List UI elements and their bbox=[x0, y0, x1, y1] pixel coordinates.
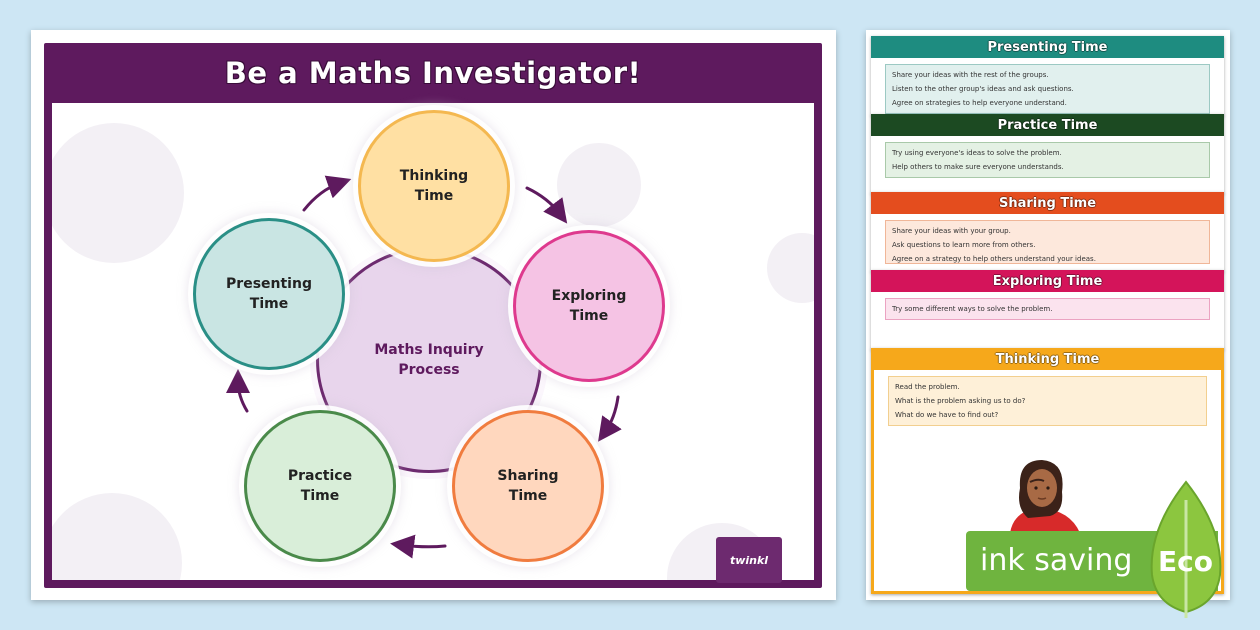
card-line: Ask questions to learn more from others. bbox=[892, 241, 1036, 249]
card-line: Agree on a strategy to help others under… bbox=[892, 255, 1096, 263]
arrow-icon bbox=[302, 175, 352, 212]
arrow-icon bbox=[598, 395, 622, 442]
card-line: Read the problem. bbox=[895, 383, 960, 391]
arrow-icon bbox=[226, 369, 251, 413]
background-dot bbox=[557, 143, 641, 227]
card-text-box: Try using everyone's ideas to solve the … bbox=[885, 142, 1210, 178]
practice-time-circle: Practice Time bbox=[244, 410, 396, 562]
arrow-icon bbox=[390, 534, 447, 559]
card-text-box: Share your ideas with your group. Ask qu… bbox=[885, 220, 1210, 264]
step-label: Exploring Time bbox=[551, 288, 627, 324]
card-sharing-time: Sharing Time Share your ideas with your … bbox=[871, 192, 1224, 272]
card-title: Practice Time bbox=[871, 114, 1224, 136]
card-line: Agree on strategies to help everyone und… bbox=[892, 99, 1067, 107]
eco-text: Eco bbox=[1158, 545, 1213, 578]
arrow-icon bbox=[525, 186, 568, 224]
card-line: What do we have to find out? bbox=[895, 411, 999, 419]
twinkl-logo: twinkl bbox=[716, 537, 782, 583]
card-exploring-time: Exploring Time Try some different ways t… bbox=[871, 270, 1224, 350]
card-title: Sharing Time bbox=[871, 192, 1224, 214]
girl-illustration bbox=[1010, 460, 1080, 533]
card-line: Help others to make sure everyone unders… bbox=[892, 163, 1064, 171]
leaf-icon bbox=[1150, 480, 1222, 618]
presenting-time-circle: Presenting Time bbox=[193, 218, 345, 370]
ink-saving-text: ink saving bbox=[980, 543, 1133, 578]
step-label: Sharing Time bbox=[497, 468, 559, 504]
center-label: Maths Inquiry Process bbox=[374, 342, 484, 378]
card-line: Share your ideas with the rest of the gr… bbox=[892, 71, 1049, 79]
card-line: Share your ideas with your group. bbox=[892, 227, 1011, 235]
card-practice-time: Practice Time Try using everyone's ideas… bbox=[871, 114, 1224, 194]
step-label: Presenting Time bbox=[226, 276, 312, 312]
card-presenting-time: Presenting Time Share your ideas with th… bbox=[871, 36, 1224, 116]
card-line: Listen to the other group's ideas and as… bbox=[892, 85, 1074, 93]
card-title: Exploring Time bbox=[871, 270, 1224, 292]
card-line: What is the problem asking us to do? bbox=[895, 397, 1026, 405]
card-line: Try using everyone's ideas to solve the … bbox=[892, 149, 1062, 157]
poster-title: Be a Maths Investigator! bbox=[224, 56, 642, 90]
exploring-time-circle: Exploring Time bbox=[513, 230, 665, 382]
background-dot bbox=[52, 123, 184, 263]
card-title: Thinking Time bbox=[871, 348, 1224, 370]
step-label: Thinking Time bbox=[399, 168, 469, 204]
card-title: Presenting Time bbox=[871, 36, 1224, 58]
card-line: Try some different ways to solve the pro… bbox=[892, 305, 1053, 313]
card-text-box: Try some different ways to solve the pro… bbox=[885, 298, 1210, 320]
thinking-time-circle: Thinking Time bbox=[358, 110, 510, 262]
step-label: Practice Time bbox=[287, 468, 353, 504]
card-text-box: Share your ideas with the rest of the gr… bbox=[885, 64, 1210, 114]
sharing-time-circle: Sharing Time bbox=[452, 410, 604, 562]
card-text-box: Read the problem. What is the problem as… bbox=[888, 376, 1207, 426]
